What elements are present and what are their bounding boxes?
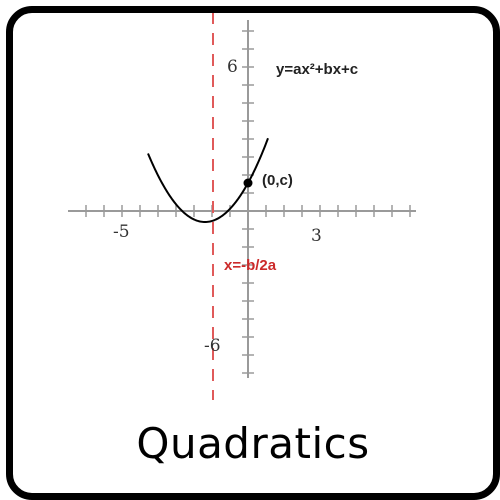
equation-label: y=ax²+bx+c	[276, 61, 358, 78]
card-title: Quadratics	[136, 419, 370, 468]
tick-label-y-pos: 6	[227, 57, 238, 77]
quadratic-graph: -5 3 6 -6 y=ax²+bx+c (0,c) x=-b/2a	[68, 13, 416, 400]
tick-label-x-neg: -5	[113, 222, 130, 242]
y-axis-ticks	[242, 30, 254, 374]
axis-of-symmetry-label: x=-b/2a	[224, 257, 277, 274]
tick-label-x-pos: 3	[311, 226, 322, 246]
point-label: (0,c)	[262, 172, 293, 189]
x-axis-ticks	[85, 205, 411, 217]
y-intercept-point	[243, 178, 253, 188]
quadratics-card[interactable]: -5 3 6 -6 y=ax²+bx+c (0,c) x=-b/2a Quadr…	[6, 6, 500, 500]
tick-label-y-neg: -6	[204, 336, 221, 356]
